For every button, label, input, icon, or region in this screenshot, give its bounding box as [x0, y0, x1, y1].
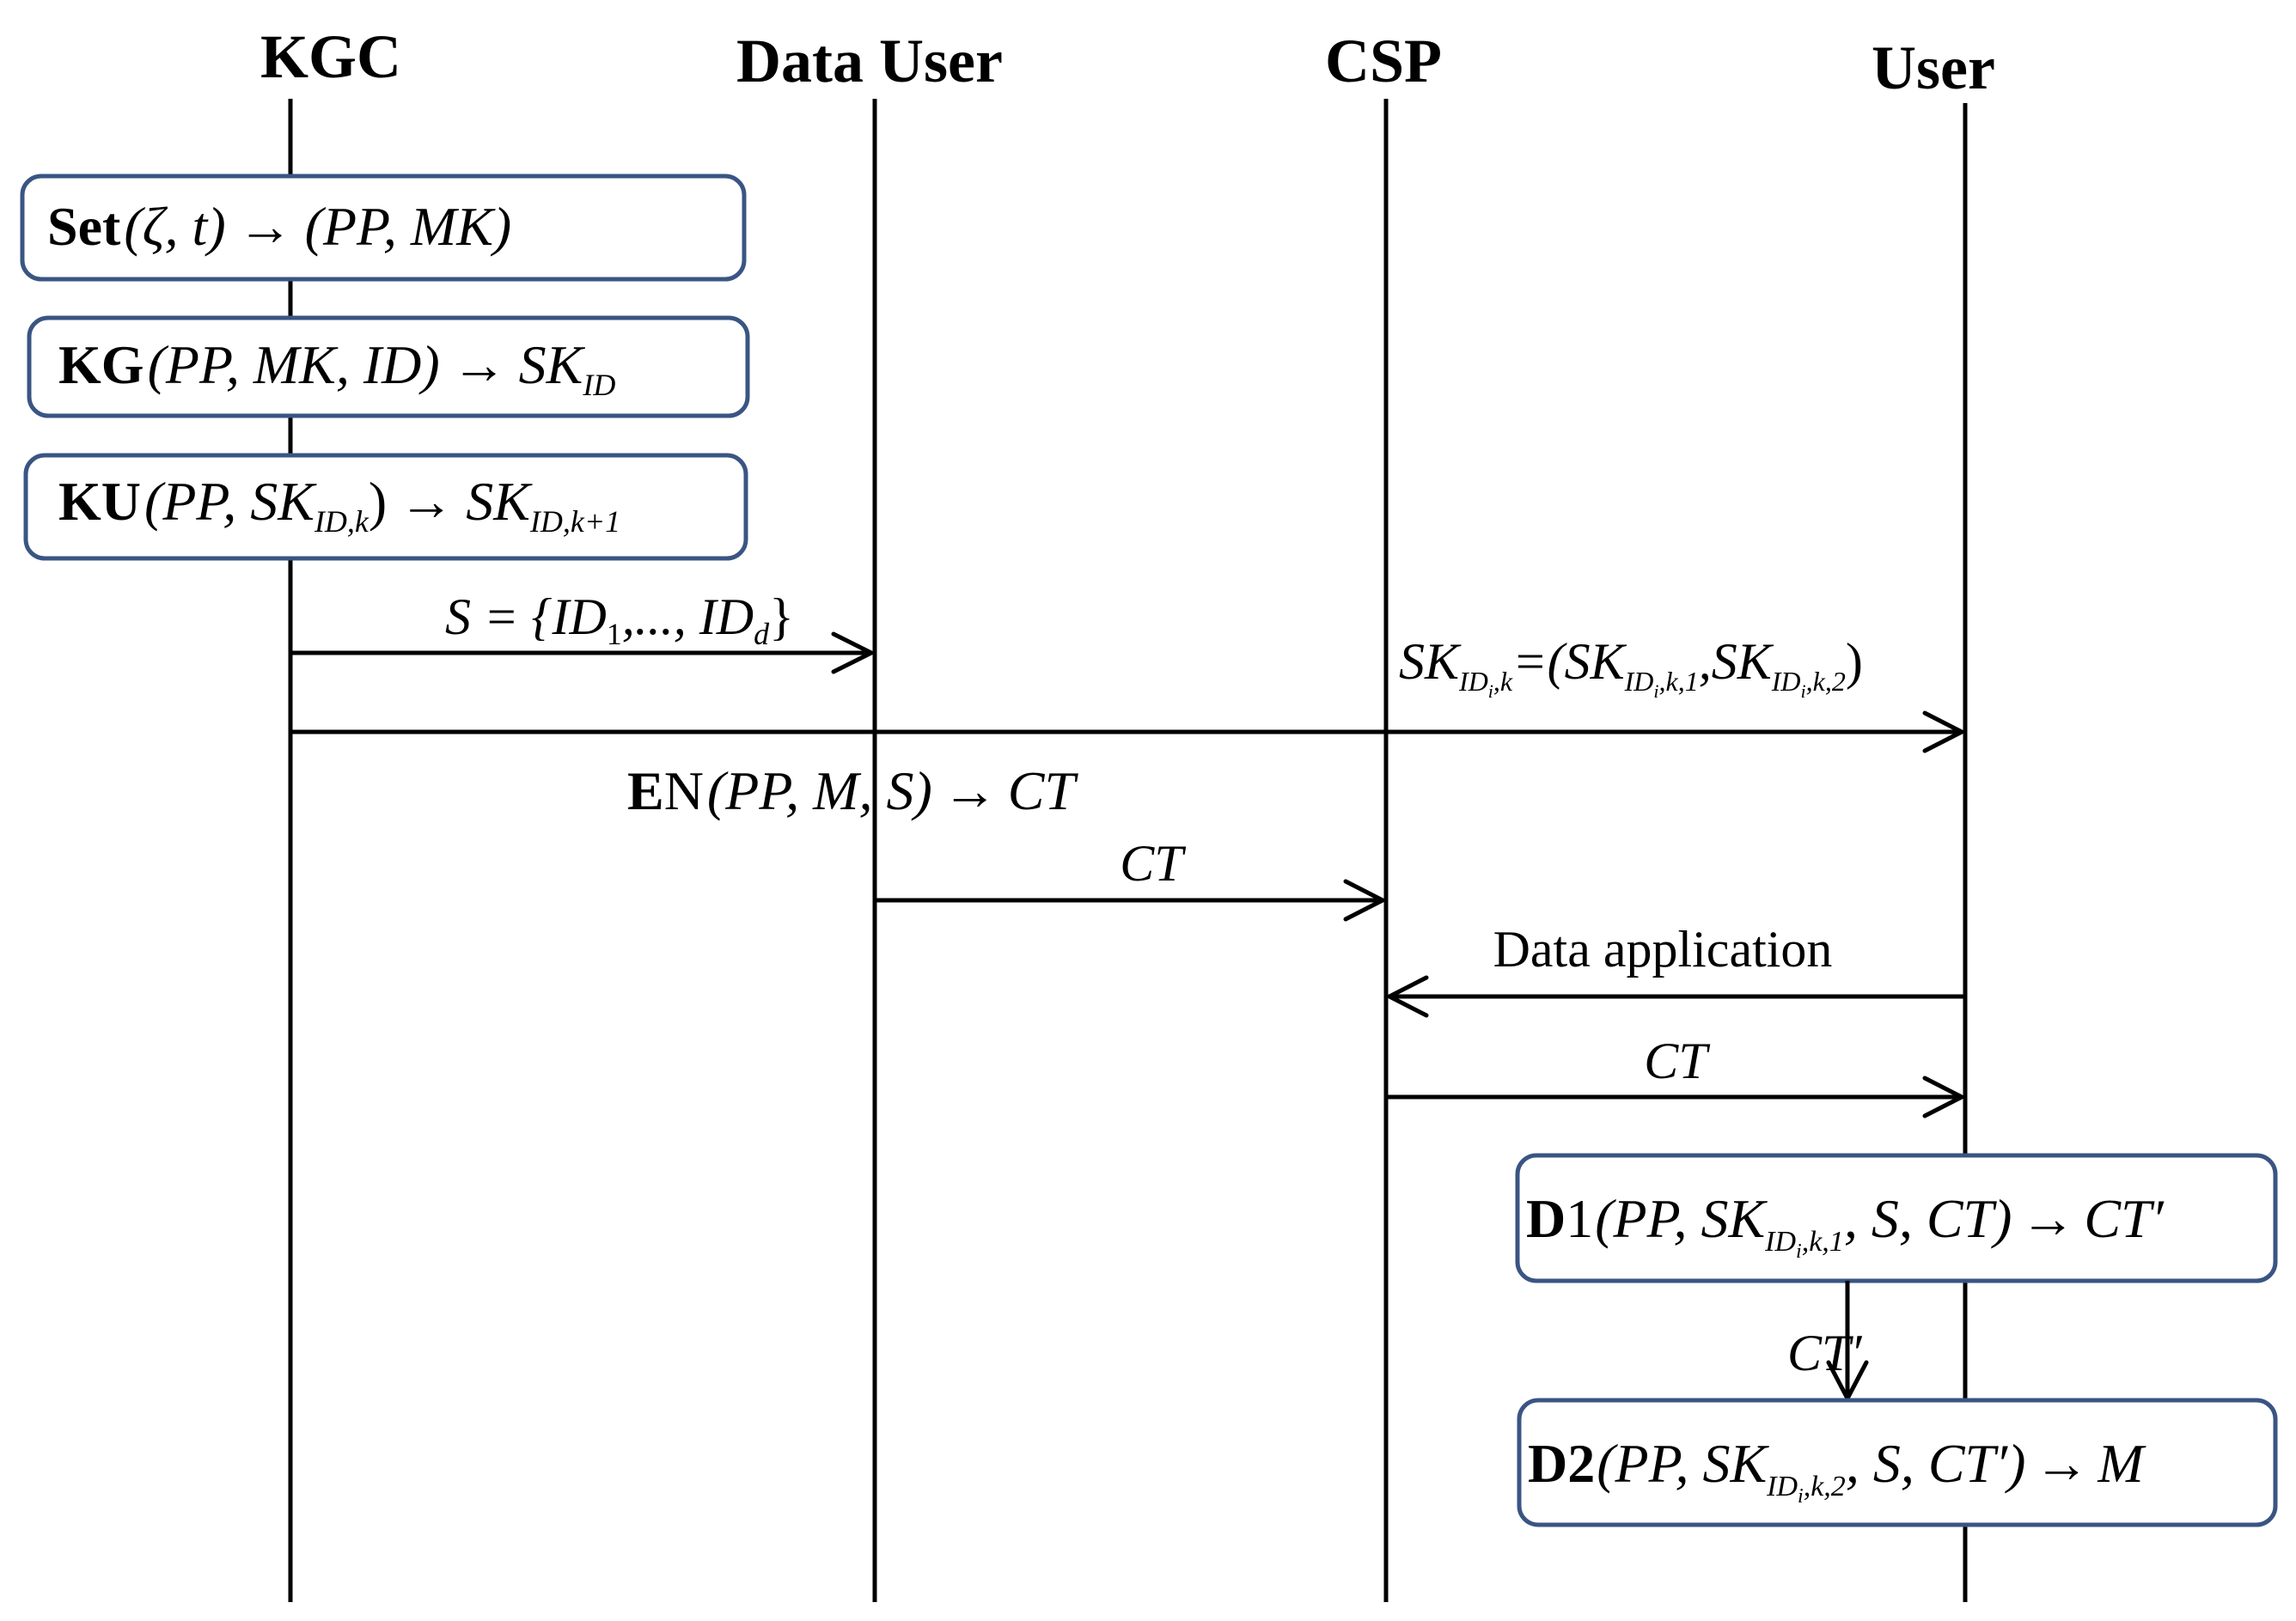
actor-csp: CSP	[1325, 27, 1442, 95]
actor-data-user: Data User	[736, 27, 1003, 95]
actor-kgc: KGC	[260, 22, 401, 91]
setup-formula: Set(ζ, t)→(PP, MK)	[47, 196, 511, 257]
message-set-s-arrowhead	[831, 631, 874, 674]
decrypt1-box	[1515, 1153, 2278, 1283]
actor-user: User	[1872, 34, 1995, 102]
decrypt2-formula: D2(PP, SKIDi,k,2, S, CT′)→M	[1528, 1433, 2146, 1508]
decrypt2-box	[1517, 1398, 2278, 1527]
setup-box	[20, 174, 747, 282]
message-ct-prime-label: CT′	[1787, 1325, 1862, 1381]
message-sk-user-label: SKIDi,k=(SKIDi,k,1,SKIDi,k,2)	[1399, 633, 1863, 702]
message-data-application-label: Data application	[1493, 921, 1833, 978]
decrypt1-formula: D1(PP, SKIDi,k,1, S, CT)→CT′	[1526, 1188, 2165, 1263]
message-ct-csp-label: CT	[1120, 835, 1186, 892]
message-data-application-arrowhead	[1387, 975, 1429, 1018]
keygen-formula: KG(PP, MK, ID)→SKID	[58, 334, 615, 402]
message-sk-user-arrowhead	[1922, 710, 1964, 753]
encrypt-formula: EN(PP, M, S)→CT	[627, 760, 1078, 821]
keyupdate-formula: KU(PP, SKID,k)→SKID,k+1	[58, 471, 620, 539]
message-ct-user-arrowhead	[1922, 1076, 1964, 1118]
message-ct-user-label: CT	[1644, 1033, 1710, 1089]
message-set-s-label: S = {ID1,..., IDd}	[445, 588, 794, 651]
keyupdate-box	[23, 453, 748, 561]
keygen-box	[27, 315, 750, 418]
message-ct-csp-arrowhead	[1343, 879, 1385, 922]
